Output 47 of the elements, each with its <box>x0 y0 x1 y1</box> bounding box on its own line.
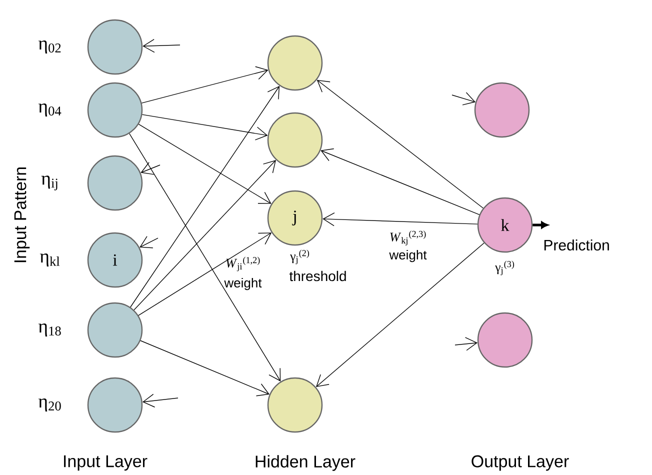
neuron-circle <box>267 377 323 433</box>
threshold-symbol: γ$_{j}$(2) <box>290 250 310 264</box>
arrow <box>142 38 180 53</box>
neuron-circle <box>87 82 143 138</box>
layer-title: Output Layer <box>472 455 569 471</box>
weight-label: weight <box>224 278 262 290</box>
neuron-circle <box>267 112 323 168</box>
input-symbol: η$_{04}$ <box>38 104 62 116</box>
arrow <box>320 148 480 215</box>
arrow <box>141 66 268 104</box>
arrow <box>138 232 272 316</box>
weight-symbol: W$_{kj}$(2,3) <box>390 230 426 246</box>
output-label: Prediction <box>544 240 609 250</box>
arrow <box>129 133 281 382</box>
threshold-label: threshold <box>289 270 346 282</box>
arrow <box>140 162 160 175</box>
arrow <box>140 236 158 248</box>
neuron-circle <box>87 19 143 75</box>
arrow <box>316 242 484 388</box>
neuron-circle <box>87 377 143 433</box>
neuron-circle <box>87 155 143 211</box>
weight-symbol: W$_{ji}$(1,2) <box>226 256 260 272</box>
arrow <box>134 160 276 310</box>
arrow <box>454 337 478 351</box>
neuron-circle <box>477 312 533 368</box>
axis-title: Input Pattern <box>14 167 30 262</box>
arrow <box>142 394 178 408</box>
input-symbol: η$_{18}$ <box>38 324 61 336</box>
threshold-symbol: γ$_{j}$(3) <box>495 260 514 276</box>
arrow <box>452 92 476 106</box>
input-symbol: η$_{20}$ <box>38 398 61 412</box>
arrow <box>322 212 478 226</box>
arrow <box>138 124 272 204</box>
arrow <box>140 340 270 396</box>
arrow <box>532 221 548 229</box>
layer-title: Input Layer <box>64 455 148 471</box>
input-symbol: η$_{kl}$ <box>40 254 60 266</box>
layer-title: Hidden Layer <box>256 455 356 471</box>
arrow <box>130 86 280 308</box>
input-symbol: η$_{ij}$ <box>41 176 58 190</box>
input-symbol: η$_{02}$ <box>38 40 61 54</box>
arrow <box>316 80 484 208</box>
weight-label: weight <box>389 250 427 262</box>
neuron-circle <box>267 35 323 91</box>
neuron-circle <box>474 82 530 138</box>
arrow <box>142 114 268 140</box>
neuron-circle <box>87 302 143 358</box>
